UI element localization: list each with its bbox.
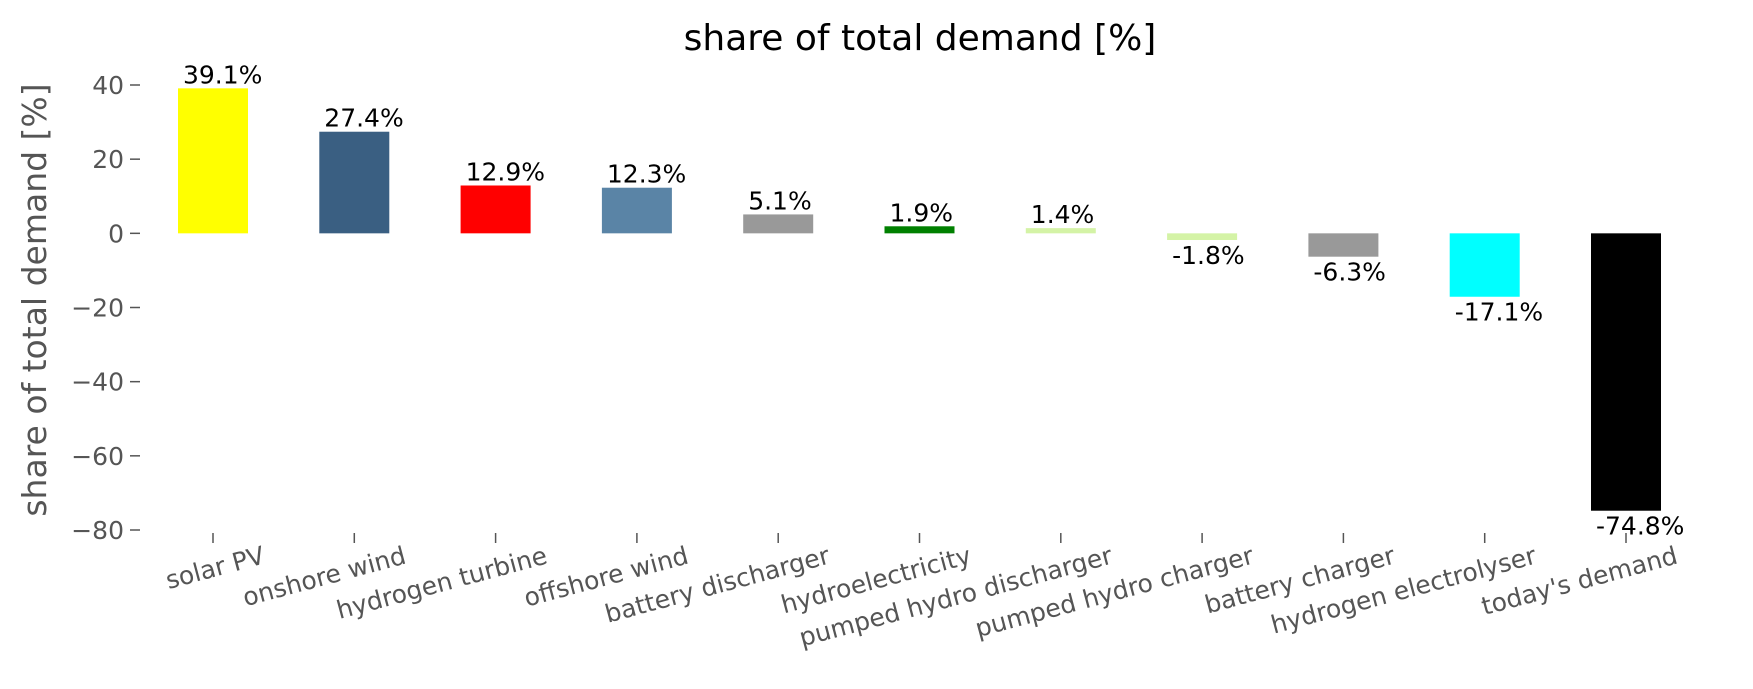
data-label: 27.4% bbox=[324, 104, 403, 133]
bar bbox=[601, 187, 672, 234]
bar bbox=[319, 131, 390, 234]
data-label: -1.8% bbox=[1172, 241, 1245, 270]
y-tick-label: −40 bbox=[71, 368, 124, 397]
y-tick-label: 20 bbox=[92, 145, 124, 174]
y-tick-label: 0 bbox=[108, 219, 124, 248]
bar bbox=[1449, 233, 1520, 297]
bar bbox=[460, 185, 531, 234]
bar bbox=[178, 88, 248, 234]
data-label: 1.9% bbox=[890, 198, 954, 227]
data-label: 1.4% bbox=[1031, 200, 1095, 229]
data-label: 12.9% bbox=[466, 157, 545, 186]
bar bbox=[743, 214, 814, 234]
bar bbox=[884, 226, 955, 234]
y-tick-label: −20 bbox=[71, 294, 124, 323]
y-axis: 40 20 0 −20 −40 −60 −80 bbox=[71, 71, 140, 545]
data-label: 39.1% bbox=[183, 60, 262, 89]
bar bbox=[1308, 233, 1379, 257]
bars bbox=[178, 88, 1661, 511]
data-label: 12.3% bbox=[607, 160, 686, 189]
y-tick-label: −60 bbox=[71, 442, 124, 471]
data-label: -17.1% bbox=[1455, 298, 1543, 327]
y-tick-label: −80 bbox=[71, 516, 124, 545]
bar bbox=[1025, 228, 1096, 234]
y-tick-label: 40 bbox=[92, 71, 124, 100]
bar bbox=[1591, 233, 1661, 511]
data-labels: 39.1% 27.4% 12.9% 12.3% 5.1% 1.9% 1.4% -1.8% -6.… bbox=[183, 60, 1684, 540]
data-label: -74.8% bbox=[1596, 512, 1684, 541]
data-label: -6.3% bbox=[1313, 258, 1386, 287]
bar bbox=[1167, 233, 1238, 241]
data-label: 5.1% bbox=[748, 186, 812, 215]
y-axis-label: share of total demand [%] bbox=[15, 83, 54, 516]
chart-title: share of total demand [%] bbox=[684, 18, 1157, 59]
